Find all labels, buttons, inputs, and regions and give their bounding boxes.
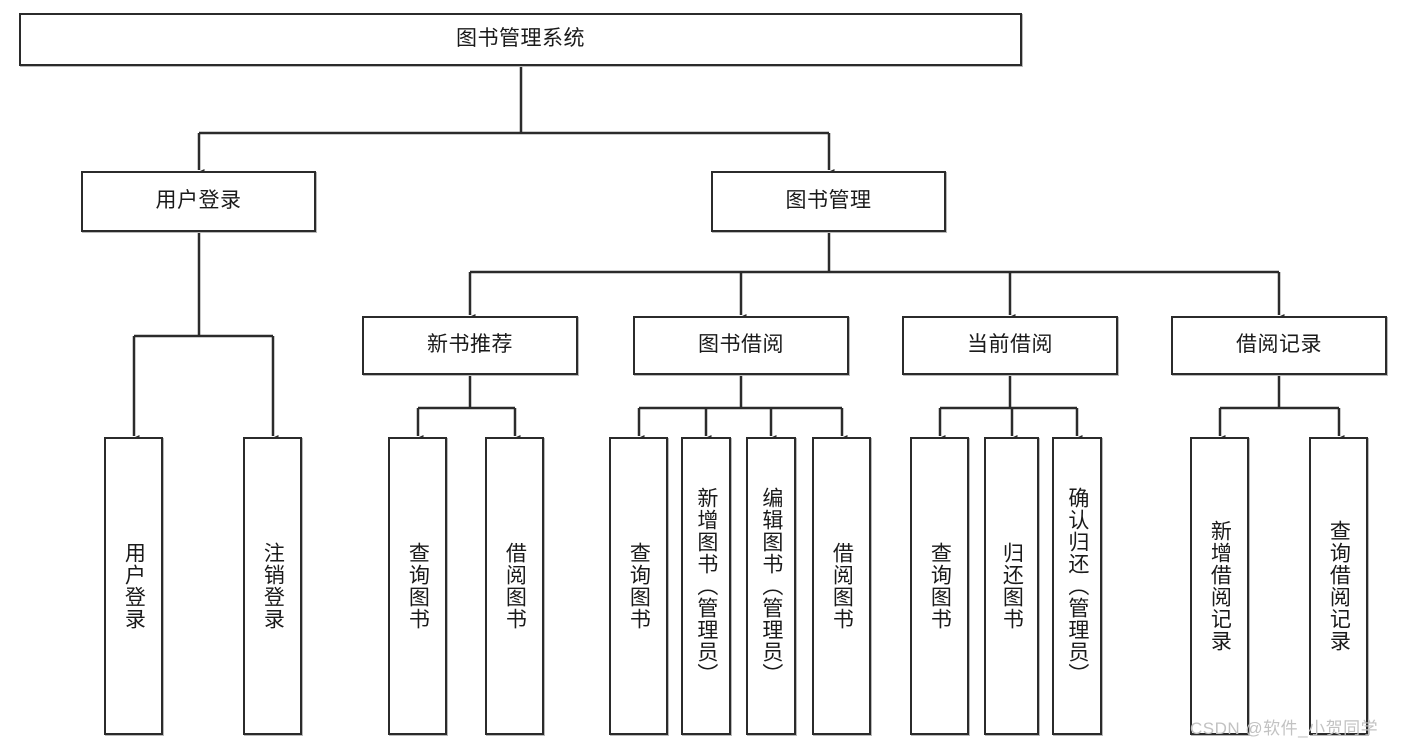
node-label-current-borrow: 当前借阅 xyxy=(967,333,1053,357)
node-label-leaf-borrow-book-2: 借阅图书 xyxy=(830,542,854,630)
node-label-leaf-edit-book: 编辑图书（管理员） xyxy=(759,487,783,685)
node-label-leaf-borrow-book-1: 借阅图书 xyxy=(503,542,527,630)
node-label-leaf-confirm-return: 确认归还（管理员） xyxy=(1065,487,1089,685)
node-label-leaf-user-login: 用户登录 xyxy=(122,542,146,630)
node-root[interactable]: 图书管理系统 xyxy=(19,13,1022,66)
node-leaf-edit-book[interactable]: 编辑图书（管理员） xyxy=(746,437,796,735)
node-label-user-login: 用户登录 xyxy=(155,189,242,213)
node-label-leaf-add-book: 新增图书（管理员） xyxy=(694,487,718,685)
node-leaf-return-book[interactable]: 归还图书 xyxy=(984,437,1039,735)
node-label-leaf-add-record: 新增借阅记录 xyxy=(1208,520,1232,652)
node-label-leaf-query-book-3: 查询图书 xyxy=(928,542,952,630)
node-label-book-manage: 图书管理 xyxy=(785,189,872,213)
node-leaf-borrow-book-2[interactable]: 借阅图书 xyxy=(812,437,871,735)
node-user-login[interactable]: 用户登录 xyxy=(81,171,316,232)
node-leaf-add-record[interactable]: 新增借阅记录 xyxy=(1190,437,1249,735)
node-borrow-record[interactable]: 借阅记录 xyxy=(1171,316,1387,375)
node-leaf-logout[interactable]: 注销登录 xyxy=(243,437,302,735)
node-leaf-query-book-2[interactable]: 查询图书 xyxy=(609,437,668,735)
node-leaf-query-book-3[interactable]: 查询图书 xyxy=(910,437,969,735)
node-new-book-rec[interactable]: 新书推荐 xyxy=(362,316,578,375)
node-current-borrow[interactable]: 当前借阅 xyxy=(902,316,1118,375)
node-label-leaf-query-book-1: 查询图书 xyxy=(406,542,430,630)
node-leaf-query-record[interactable]: 查询借阅记录 xyxy=(1309,437,1368,735)
connector-lines xyxy=(128,66,1345,445)
node-label-borrow-record: 借阅记录 xyxy=(1236,333,1322,357)
node-leaf-borrow-book-1[interactable]: 借阅图书 xyxy=(485,437,544,735)
node-label-leaf-return-book: 归还图书 xyxy=(1000,542,1024,630)
node-label-leaf-logout: 注销登录 xyxy=(261,542,285,630)
node-book-manage[interactable]: 图书管理 xyxy=(711,171,946,232)
node-label-root: 图书管理系统 xyxy=(456,27,585,51)
node-leaf-add-book[interactable]: 新增图书（管理员） xyxy=(681,437,731,735)
node-label-leaf-query-book-2: 查询图书 xyxy=(627,542,651,630)
node-leaf-confirm-return[interactable]: 确认归还（管理员） xyxy=(1052,437,1102,735)
node-label-book-borrow: 图书借阅 xyxy=(698,333,784,357)
node-label-new-book-rec: 新书推荐 xyxy=(427,333,513,357)
node-leaf-query-book-1[interactable]: 查询图书 xyxy=(388,437,447,735)
node-book-borrow[interactable]: 图书借阅 xyxy=(633,316,849,375)
node-label-leaf-query-record: 查询借阅记录 xyxy=(1327,520,1351,652)
node-leaf-user-login[interactable]: 用户登录 xyxy=(104,437,163,735)
